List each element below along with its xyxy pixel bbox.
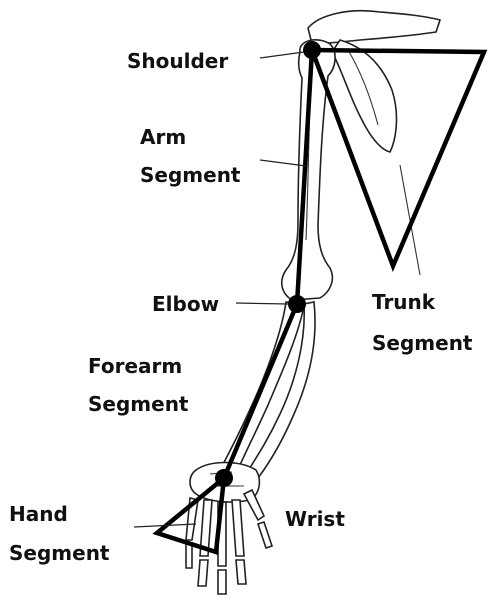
- trunk-segment-triangle: [312, 50, 484, 266]
- shoulder-leader-line: [260, 52, 304, 58]
- hand-label-line-2: Segment: [9, 540, 110, 566]
- trunk-label-line-2: Segment: [372, 330, 473, 356]
- elbow-leader-line: [236, 303, 288, 304]
- forearm-label-line-1: Forearm: [88, 353, 182, 379]
- shoulder-label: Shoulder: [127, 48, 228, 74]
- hand-label-line-1: Hand: [9, 501, 68, 527]
- shoulder-joint-marker: [303, 41, 321, 59]
- elbow-label: Elbow: [152, 291, 219, 317]
- forearm-label-line-2: Segment: [88, 391, 189, 417]
- trunk-label-line-1: Trunk: [372, 289, 435, 315]
- wrist-label: Wrist: [285, 506, 345, 532]
- arm-label-line-1: Arm: [140, 124, 186, 150]
- wrist-joint-marker: [215, 469, 233, 487]
- elbow-joint-marker: [288, 295, 306, 313]
- arm-label-line-2: Segment: [140, 162, 241, 188]
